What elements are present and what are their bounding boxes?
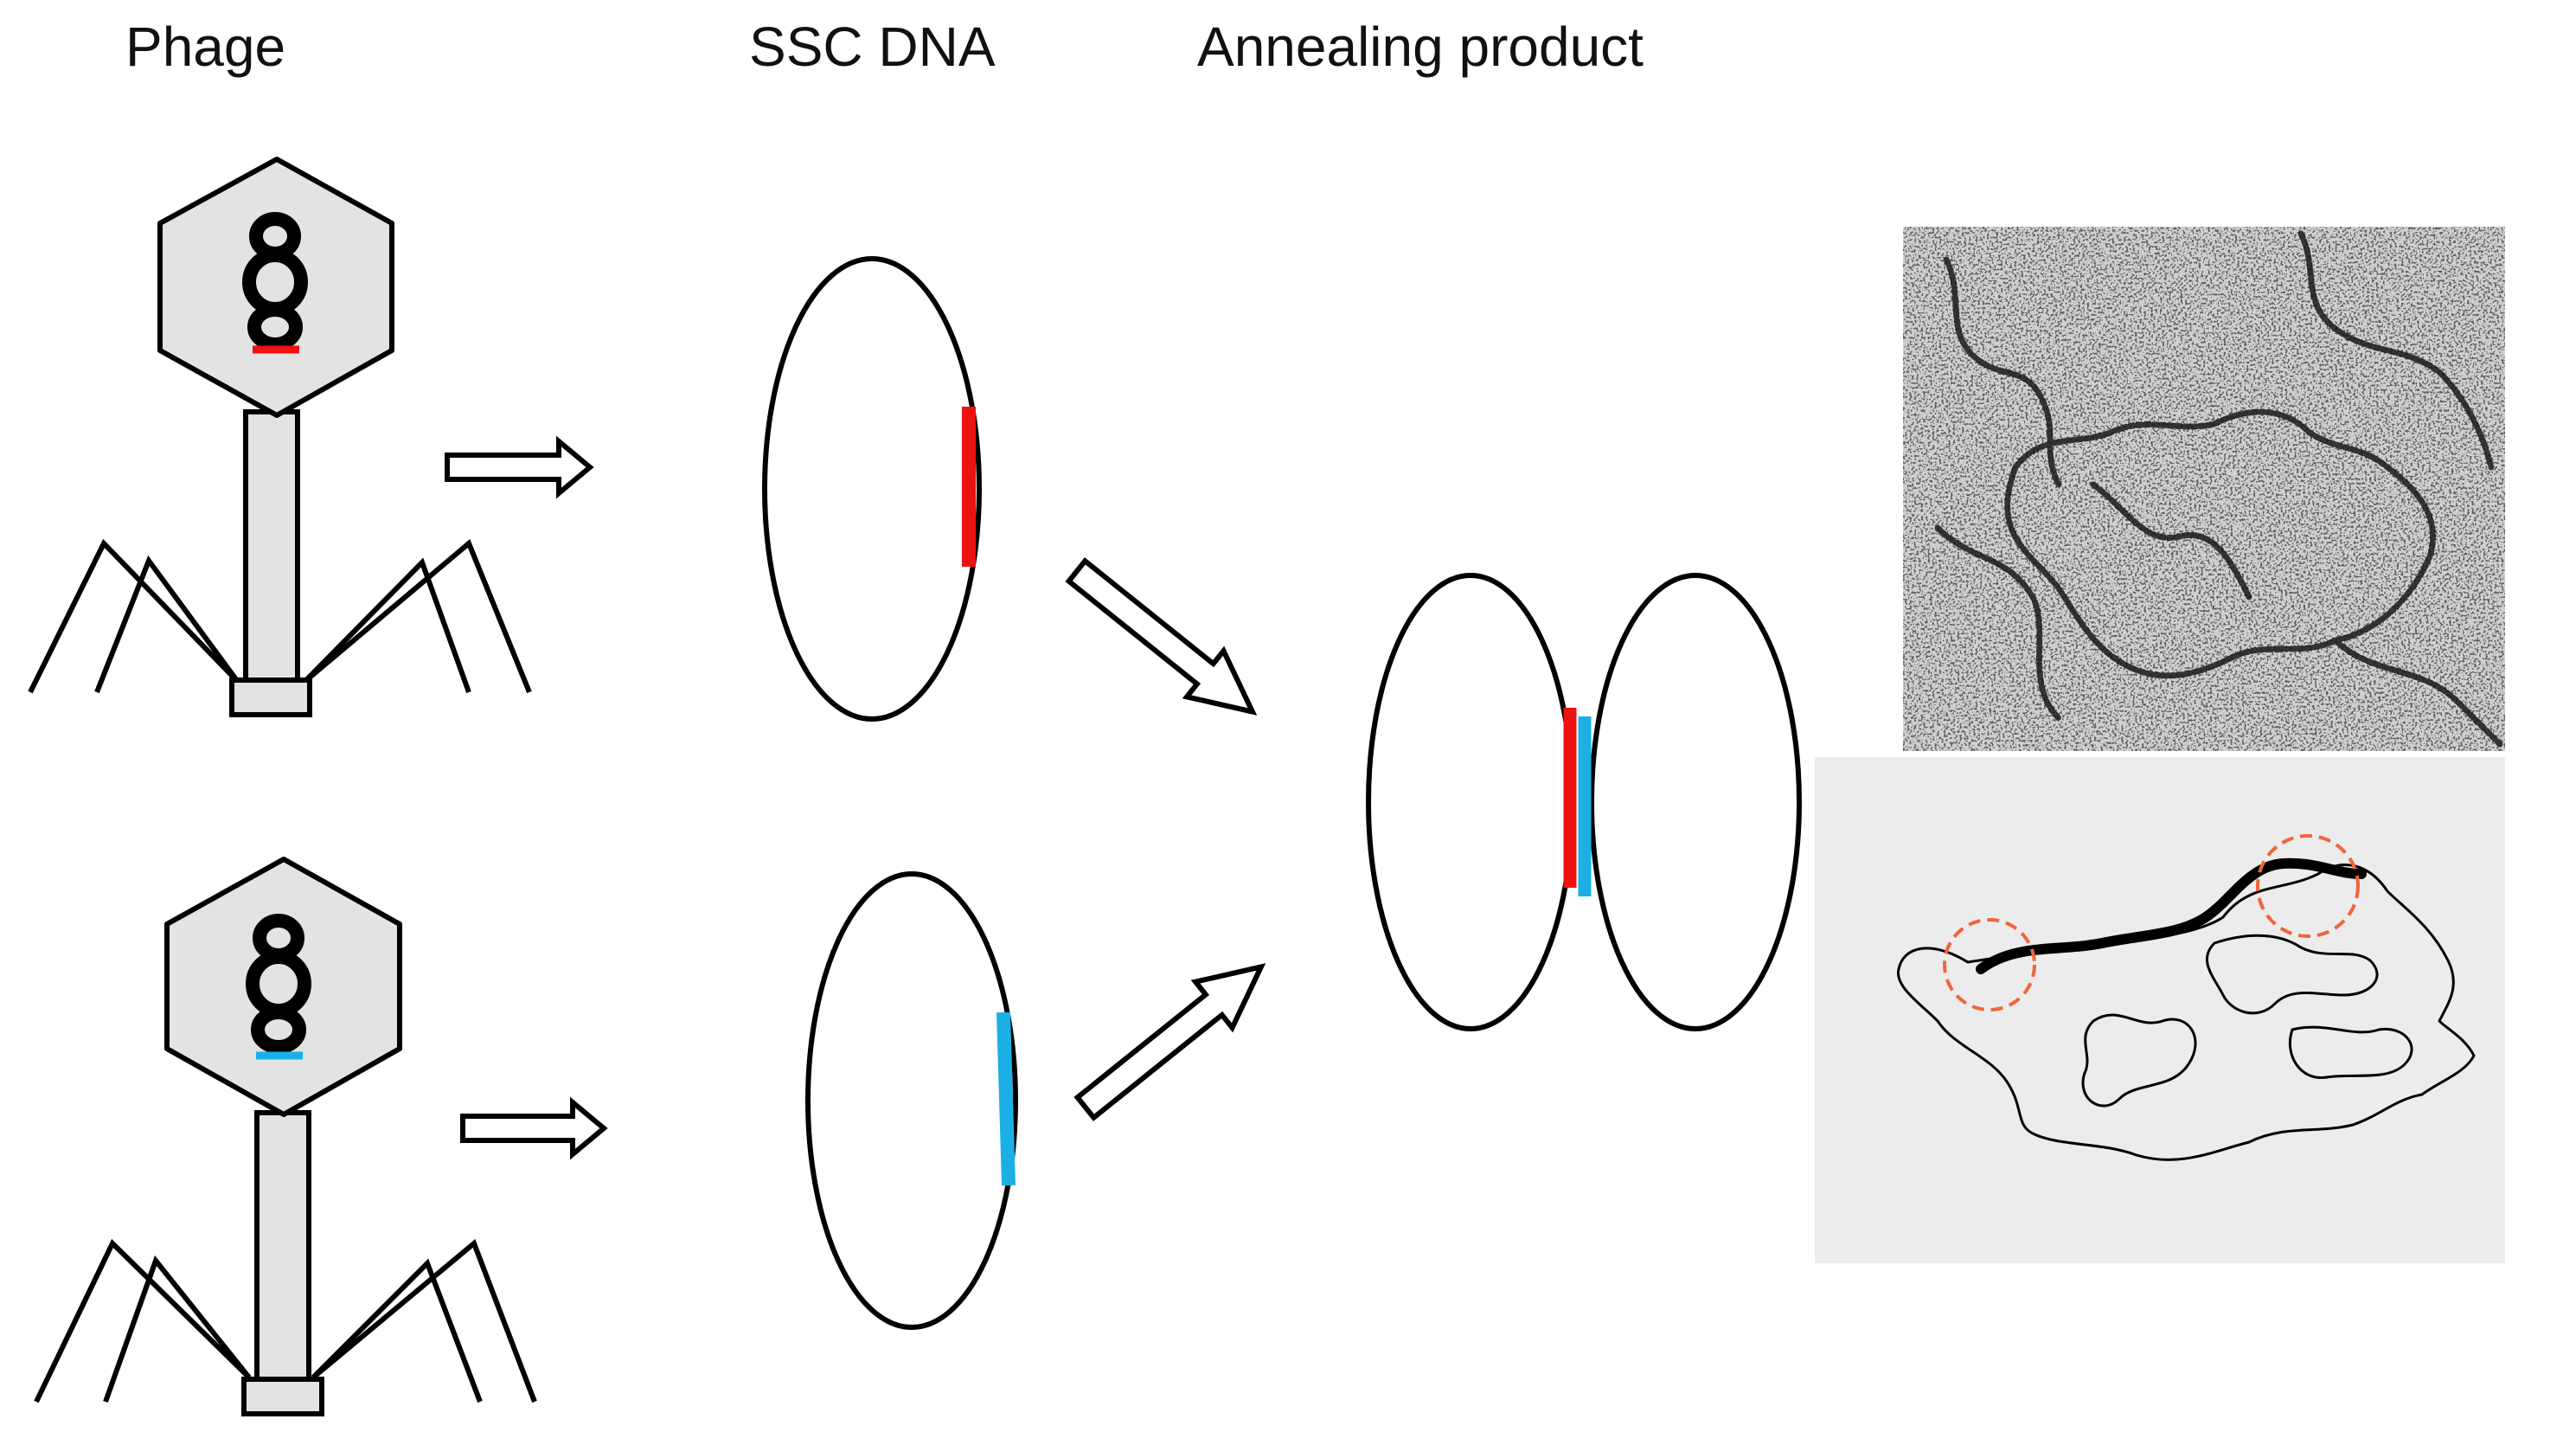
annealing-product-label: Annealing product (1197, 16, 1644, 78)
phage-bottom-tail (254, 1110, 311, 1387)
phage-bottom-genome (246, 914, 311, 1054)
annealed-circle-left (1366, 573, 1575, 1031)
phage-top-legs (28, 538, 532, 694)
phage-top-tail (243, 409, 300, 690)
ssc-dna-label: SSC DNA (749, 16, 996, 78)
dashed-circle-right (2256, 834, 2360, 938)
ssc-dna-top (762, 256, 982, 722)
ssc-dna-bottom-blue-marker (996, 1011, 1016, 1186)
phage-top (28, 157, 532, 717)
tracing-duplex-thick (1976, 857, 2367, 974)
phage-bottom (34, 857, 537, 1416)
arrow-diagonal-down-icon (1065, 557, 1258, 716)
arrow-right-top-icon (445, 435, 594, 499)
phage-top-baseplate (229, 677, 312, 717)
phage-label: Phage (125, 16, 286, 78)
annealed-circle-right (1589, 573, 1802, 1031)
phage-bottom-head (164, 857, 402, 1117)
phage-bottom-baseplate (241, 1377, 324, 1416)
micrograph-image (1903, 227, 2505, 751)
phage-bottom-legs (34, 1238, 537, 1403)
arrow-diagonal-up-icon (1073, 963, 1266, 1121)
ssc-dna-bottom (805, 871, 1018, 1330)
phage-top-head (157, 157, 394, 418)
tracing-outline (1897, 864, 2476, 1161)
annealing-product-figure (1366, 573, 1802, 1031)
arrow-right-bottom-icon (460, 1096, 608, 1160)
tracing-drawing (1815, 757, 2505, 1263)
dashed-circle-left (1943, 918, 2036, 1011)
phage-top-genome (242, 212, 308, 351)
